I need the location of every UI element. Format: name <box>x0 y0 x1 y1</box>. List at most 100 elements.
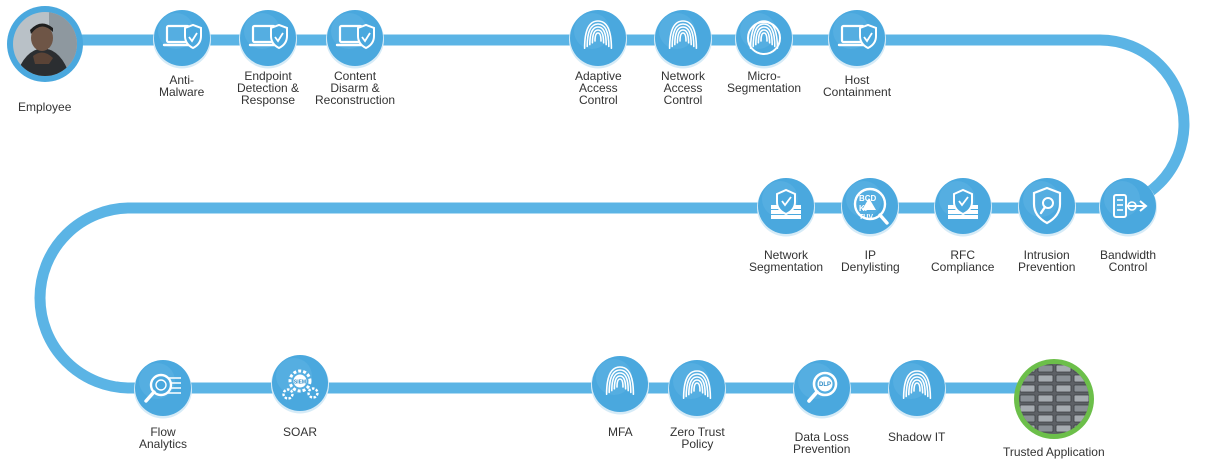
label-line: Adaptive <box>575 69 622 83</box>
node-soar: SIEM <box>271 355 329 414</box>
journey-path <box>34 34 1190 394</box>
firewall-shield-icon <box>948 188 978 219</box>
fingerprint-icon <box>902 370 932 399</box>
fingerprint-icon <box>583 20 613 49</box>
node-cdr <box>326 10 384 69</box>
label-line: Policy <box>681 437 714 451</box>
node-zero-trust-policy <box>668 360 726 419</box>
label-line: Compliance <box>931 260 995 274</box>
label-line: Containment <box>823 85 892 99</box>
label-line: Disarm & <box>330 81 380 95</box>
label-line: Analytics <box>139 437 188 451</box>
label-line: Micro- <box>747 69 781 83</box>
label-line: Prevention <box>793 442 851 456</box>
siem-gears-icon: SIEM <box>282 369 319 400</box>
label-line: Host <box>844 73 870 87</box>
employee-node <box>7 6 83 82</box>
label-line: Malware <box>159 85 205 99</box>
label-line: RFC <box>950 248 976 262</box>
node-network-access-control <box>654 10 712 69</box>
label-anti-malware: Anti-Malware <box>159 74 204 98</box>
label-line: Data Loss <box>794 430 849 444</box>
label-line: Network <box>661 69 706 83</box>
node-ip-denylisting: BCDKITUV <box>841 178 899 237</box>
fingerprint-ring-icon <box>747 20 781 55</box>
node-mfa <box>591 356 649 415</box>
node-anti-malware <box>153 10 211 69</box>
label-line: IP <box>864 248 877 262</box>
label-line: Flow <box>150 425 176 439</box>
node-rfc-compliance <box>934 178 992 237</box>
siem-badge-text: SIEM <box>294 380 306 386</box>
fingerprint-icon <box>668 20 698 49</box>
label-line: Zero Trust <box>670 425 725 439</box>
label-soar: SOAR <box>283 426 317 438</box>
label-line: Denylisting <box>841 260 900 274</box>
label-line: MFA <box>608 425 633 439</box>
node-flow-analytics <box>134 360 192 419</box>
label-line: Access <box>663 81 703 95</box>
label-line: Content <box>334 69 377 83</box>
letters-badge-text: BCD <box>859 194 877 203</box>
dlp-badge-text: DLP <box>819 382 831 388</box>
laptop-shield-icon <box>162 23 202 50</box>
shield-search-icon <box>1032 186 1062 225</box>
node-edr <box>239 10 297 69</box>
label-line: Reconstruction <box>315 93 396 107</box>
node-intrusion-prevention <box>1018 178 1076 237</box>
label-line: Endpoint <box>244 69 292 83</box>
label-line: Segmentation <box>727 81 802 95</box>
label-line: Access <box>579 81 618 95</box>
label-line: Control <box>1108 260 1148 274</box>
node-network-segmentation <box>757 178 815 237</box>
bandwidth-icon <box>1113 194 1148 218</box>
label-line: Intrusion <box>1023 248 1070 262</box>
firewall-shield-icon <box>771 188 801 219</box>
label-line: Bandwidth <box>1100 248 1157 262</box>
fingerprint-icon <box>682 370 712 399</box>
label-line: Control <box>663 93 703 107</box>
nodes-layer: BCDKITUV SIEM DLP <box>7 6 1157 439</box>
label-line: Shadow IT <box>888 430 946 444</box>
node-adaptive-access-control <box>569 10 627 69</box>
svg-text:TUV: TUV <box>859 214 873 221</box>
label-line: Response <box>241 93 296 107</box>
label-line: Detection & <box>237 81 300 95</box>
node-shadow-it <box>888 360 946 419</box>
trusted-application-node <box>1014 359 1094 439</box>
label-shadow-it: Shadow IT <box>888 431 945 443</box>
label-line: Prevention <box>1018 260 1076 274</box>
label-line: Control <box>579 93 618 107</box>
label-line: Segmentation <box>749 260 824 274</box>
laptop-shield-icon <box>248 23 288 50</box>
laptop-shield-icon <box>837 23 877 50</box>
label-line: Anti- <box>169 73 195 87</box>
magnifier-letters-icon: BCDKITUV <box>853 187 889 225</box>
node-host-containment <box>828 10 886 69</box>
laptop-shield-icon <box>335 23 375 50</box>
trusted-application-label: Trusted Application <box>1003 445 1105 459</box>
dlp-magnifier-icon: DLP <box>807 371 838 403</box>
node-micro-segmentation <box>735 10 793 69</box>
employee-label: Employee <box>18 100 72 114</box>
label-line: Network <box>764 248 809 262</box>
label-line: SOAR <box>283 425 318 439</box>
node-dlp: DLP <box>793 360 851 419</box>
label-mfa: MFA <box>608 426 633 438</box>
node-bandwidth-control <box>1099 178 1157 237</box>
fingerprint-icon <box>605 366 635 395</box>
flow-magnifier-icon <box>144 373 181 403</box>
